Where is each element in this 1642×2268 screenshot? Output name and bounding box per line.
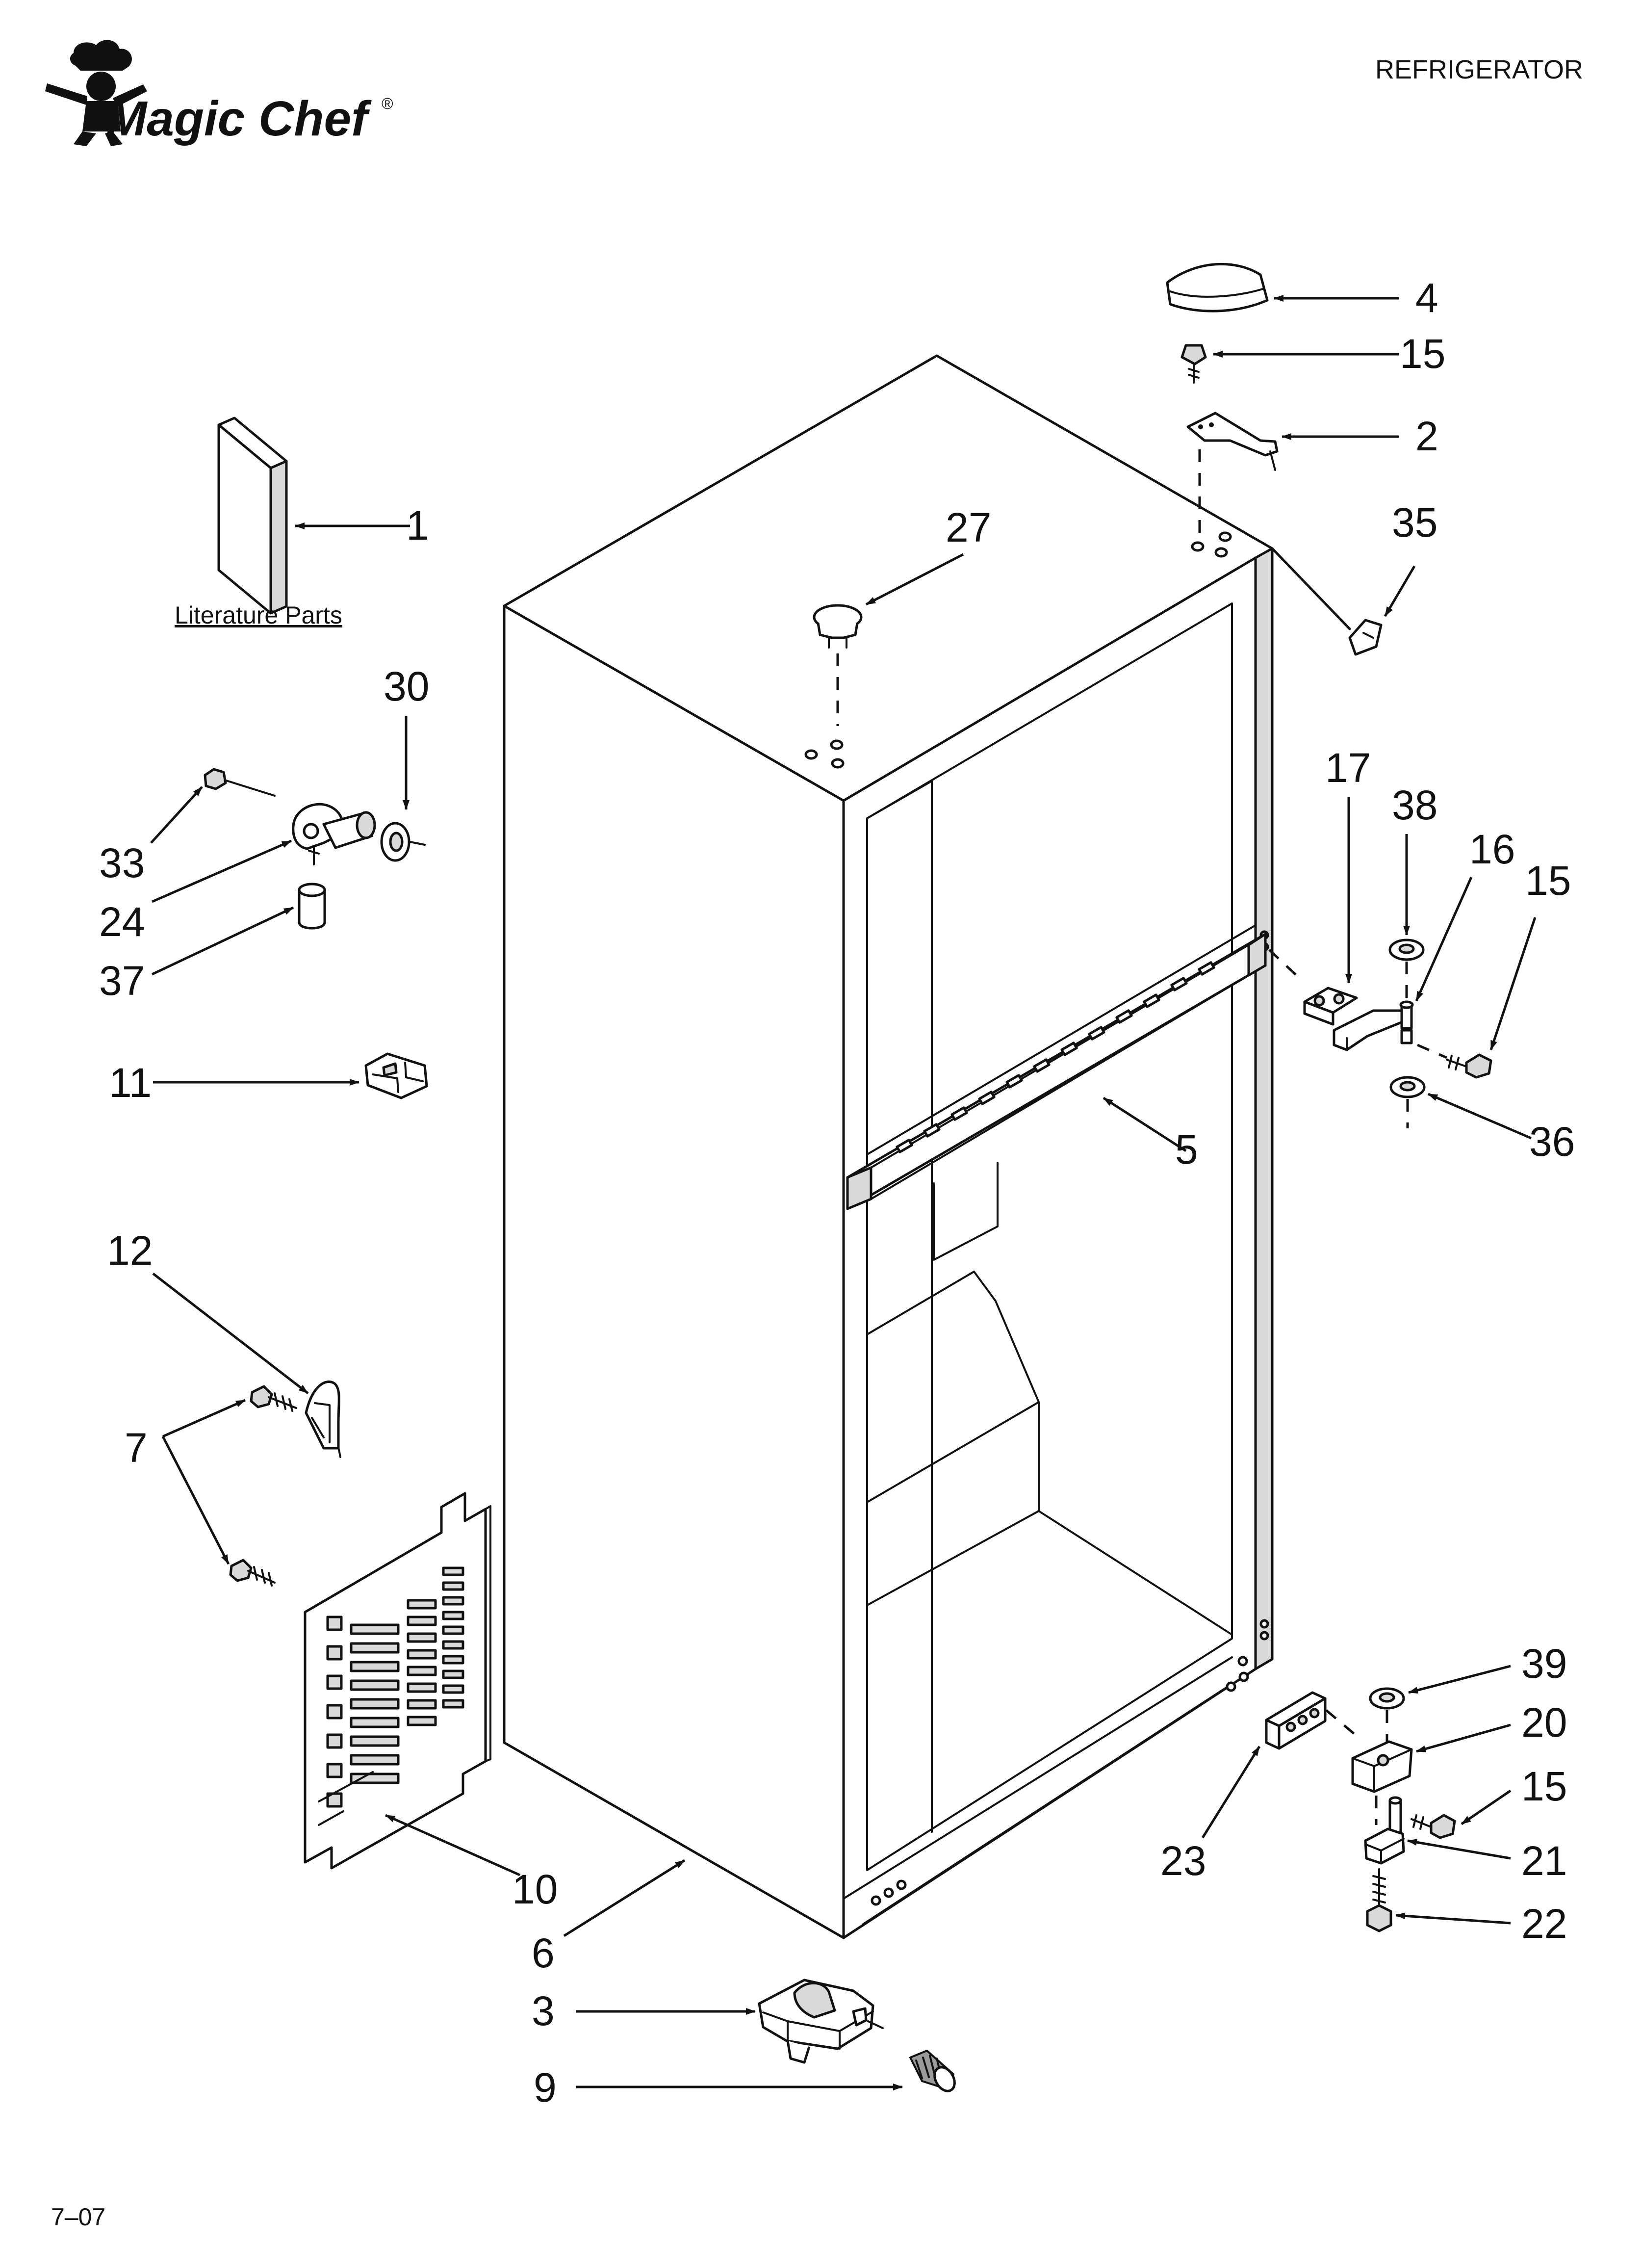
callout-22: 22 xyxy=(1521,1901,1567,1947)
callout-38: 38 xyxy=(1392,782,1437,828)
callout-33: 33 xyxy=(99,840,145,886)
callout-5: 5 xyxy=(1175,1126,1198,1173)
chef-mascot-icon xyxy=(45,40,147,146)
revision-code: 7–07 xyxy=(51,2203,105,2231)
callout-39: 39 xyxy=(1521,1641,1567,1687)
callout-6: 6 xyxy=(532,1930,555,1976)
callout-numbers: 1 4 15 2 35 27 30 33 24 37 11 12 7 10 6 … xyxy=(99,275,1575,2111)
callout-35: 35 xyxy=(1392,499,1437,546)
registered-mark: ® xyxy=(382,95,393,112)
middle-hinge-shim xyxy=(1303,987,1358,1026)
middle-hinge xyxy=(1333,1000,1414,1051)
hinge-screw-top xyxy=(1180,344,1207,384)
callout-36: 36 xyxy=(1529,1119,1575,1165)
callout-16: 16 xyxy=(1469,826,1515,872)
hinge-line-middle-a xyxy=(1268,949,1304,982)
rail-slots xyxy=(896,961,1215,1153)
washer-36 xyxy=(1389,1076,1426,1098)
washer-39 xyxy=(1369,1687,1405,1710)
brand-name: Magic Chef xyxy=(106,91,372,146)
refrigerator-cabinet xyxy=(503,354,1274,1939)
hinge-shim xyxy=(1348,619,1383,656)
hinge-screw-middle xyxy=(1446,1053,1492,1079)
top-hinge xyxy=(1186,412,1279,471)
section-title: REFRIGERATOR xyxy=(1375,55,1583,84)
magic-chef-logo: Magic Chef ® xyxy=(45,40,393,146)
roller-bracket xyxy=(758,1979,884,2064)
hinge-screw-bottom xyxy=(1411,1814,1456,1839)
hinge-pin xyxy=(1364,1796,1405,1865)
callout-15-bottom: 15 xyxy=(1521,1763,1567,1809)
literature-parts-label: Literature Parts xyxy=(175,601,342,629)
callout-12: 12 xyxy=(107,1227,153,1274)
hinge-line-middle-b xyxy=(1417,1043,1447,1059)
callout-11: 11 xyxy=(109,1060,152,1106)
literature-parts-booklet xyxy=(217,417,288,615)
callout-4: 4 xyxy=(1415,275,1438,321)
callout-9: 9 xyxy=(534,2064,557,2111)
vent-slots xyxy=(326,1566,464,1808)
door-stop-assembly xyxy=(204,768,426,930)
cabinet-bracket xyxy=(305,1380,341,1458)
callout-21: 21 xyxy=(1521,1838,1567,1884)
leader-lines xyxy=(150,295,1537,2090)
washer-38 xyxy=(1388,938,1425,961)
leveling-leg xyxy=(909,2050,956,2092)
callout-10: 10 xyxy=(512,1866,558,1912)
callout-30: 30 xyxy=(384,663,429,709)
callout-23: 23 xyxy=(1160,1838,1206,1884)
callout-24: 24 xyxy=(99,899,145,945)
callout-27: 27 xyxy=(946,504,991,550)
leveling-screw xyxy=(1366,1868,1392,1932)
machine-compartment-panel xyxy=(304,1492,491,1870)
bottom-hinge xyxy=(1351,1740,1413,1793)
screw-lower xyxy=(229,1559,276,1587)
top-hinge-cover xyxy=(1166,262,1269,313)
callout-17: 17 xyxy=(1325,745,1371,791)
callout-15-middle: 15 xyxy=(1525,858,1571,904)
callout-7: 7 xyxy=(125,1425,148,1471)
screw-upper xyxy=(250,1385,297,1412)
callout-2: 2 xyxy=(1415,413,1438,459)
callout-20: 20 xyxy=(1521,1699,1567,1746)
center-rail xyxy=(846,924,1267,1210)
callout-15-top: 15 xyxy=(1400,331,1445,377)
callout-3: 3 xyxy=(532,1988,555,2034)
hinge-line-bottom xyxy=(1325,1709,1359,1738)
plug-button xyxy=(813,604,863,649)
clip-bracket xyxy=(364,1052,428,1099)
callout-37: 37 xyxy=(99,958,145,1004)
callout-1: 1 xyxy=(406,502,429,548)
bottom-hinge-shim xyxy=(1265,1691,1327,1750)
